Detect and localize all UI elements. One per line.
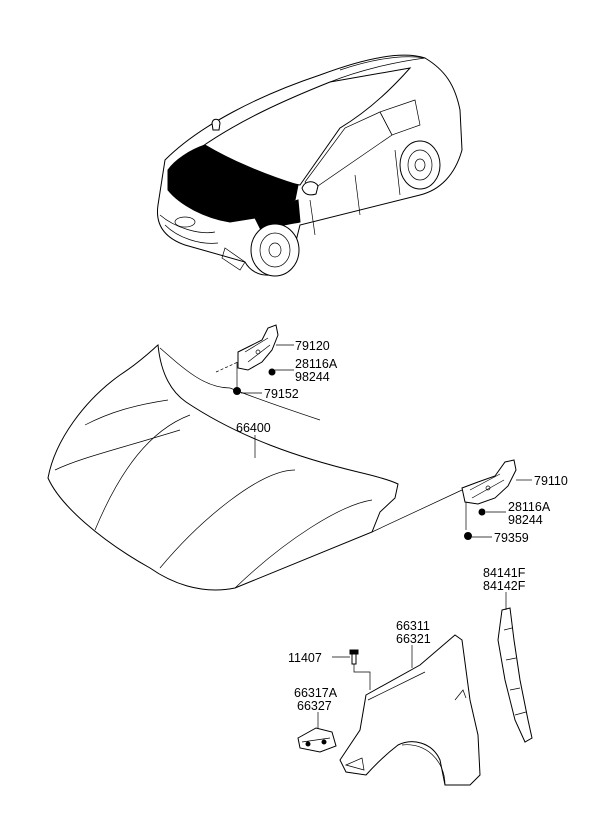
fender-bracket	[297, 727, 337, 753]
label-79359: 79359	[494, 531, 529, 545]
car-illustration	[156, 54, 463, 277]
label-66321: 66321	[396, 632, 431, 646]
hood-hinge-right	[461, 459, 517, 505]
label-66317a: 66317A	[294, 686, 338, 700]
label-28116a-left: 28116A	[295, 357, 338, 371]
hood-hinge-left	[237, 324, 279, 371]
label-28116a-right: 28116A	[508, 500, 551, 514]
label-98244-right: 98244	[508, 513, 543, 527]
leader-lines	[215, 344, 532, 728]
nut-right-icon	[478, 508, 486, 516]
fender-seal-strip	[497, 607, 533, 743]
label-79120: 79120	[295, 339, 330, 353]
bolt-left-icon	[233, 387, 241, 395]
nut-left-icon	[268, 368, 276, 376]
label-66400: 66400	[236, 421, 271, 435]
label-84141f: 84141F	[483, 566, 526, 580]
label-11407: 11407	[288, 651, 322, 665]
hood-panel	[47, 344, 399, 591]
label-66311: 66311	[396, 619, 430, 633]
label-84142f: 84142F	[483, 579, 526, 593]
label-79152: 79152	[264, 387, 299, 401]
label-98244-left: 98244	[295, 370, 330, 384]
label-79110: 79110	[534, 474, 568, 488]
fender-bolt	[349, 649, 359, 665]
bolt-right-icon	[464, 532, 472, 540]
label-66327: 66327	[297, 699, 332, 713]
front-fender	[339, 634, 481, 786]
part-labels: 79120 28116A 98244 79152 66400 79110 281…	[236, 339, 568, 713]
